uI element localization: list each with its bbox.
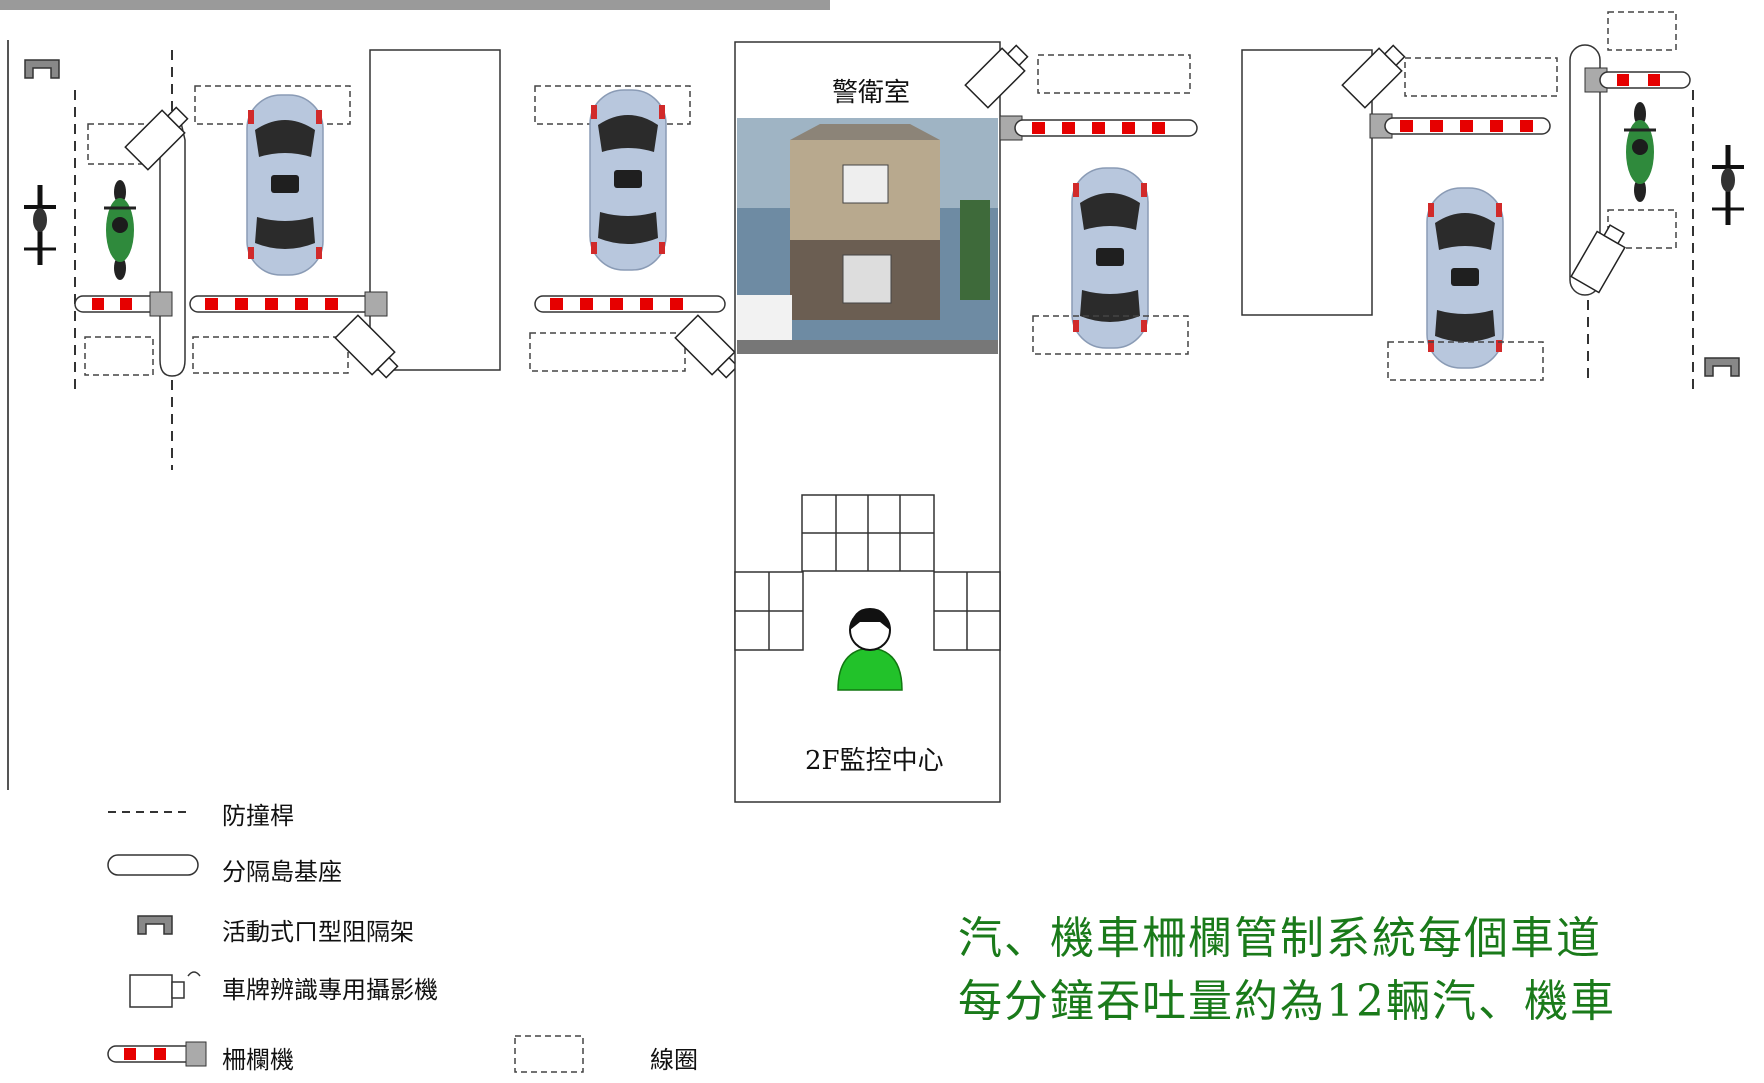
movable-rack-icon: [24, 59, 60, 79]
legend-loop-label: 線圈: [650, 1046, 698, 1074]
gate-arm-icon: [534, 295, 726, 313]
car-icon: [589, 89, 667, 271]
throughput-note-line2: 每分鐘吞吐量約為12輛汽、機車: [958, 976, 1616, 1027]
loop: [192, 336, 349, 374]
throughput-note-line1: 汽、機車柵欄管制系統每個車道: [958, 913, 1602, 964]
gate-arm-icon: [1584, 67, 1691, 93]
motorcycle-icon: [1622, 100, 1658, 204]
car-icon: [1426, 187, 1504, 369]
booth-left: [369, 49, 501, 371]
guard-room-label: 警衛室: [832, 78, 911, 108]
loop: [87, 123, 157, 165]
building-photo: [737, 118, 998, 354]
loop: [1032, 315, 1189, 355]
movable-rack-icon: [1704, 357, 1740, 377]
bicycle-icon: [1712, 145, 1744, 225]
legend-loop-symbol: [514, 1035, 584, 1073]
loop: [529, 332, 686, 372]
loop: [1607, 11, 1677, 51]
loop: [1037, 54, 1191, 94]
legend-lpr-camera-label: 車牌辨識專用攝影機: [222, 976, 438, 1004]
monitor-center-label: 2F監控中心: [805, 746, 944, 776]
motorcycle-icon: [102, 178, 138, 282]
top-bar-artifact: [0, 0, 830, 10]
gate-arm-icon: [1369, 113, 1551, 139]
loop: [1387, 341, 1544, 381]
gate-arm-icon: [999, 115, 1198, 141]
island-base-left: [159, 116, 186, 377]
car-icon: [1071, 167, 1149, 349]
gate-arm-icon: [74, 291, 173, 317]
car-icon: [246, 94, 324, 276]
bicycle-icon: [24, 185, 56, 265]
booth-right: [1241, 49, 1373, 316]
island-base-right: [1569, 44, 1601, 296]
legend-island-symbol: [107, 854, 199, 876]
movable-rack-icon: [137, 915, 173, 935]
loop: [84, 336, 154, 376]
legend-barrier-pole-label: 防撞桿: [222, 802, 294, 830]
person-icon: [837, 608, 903, 691]
legend-movable-rack-label: 活動式ㄇ型阻隔架: [222, 918, 414, 946]
legend-camera-symbol: [129, 971, 201, 1008]
legend-island-base-label: 分隔島基座: [222, 858, 342, 886]
legend-gate-arm-label: 柵欄機: [222, 1046, 294, 1074]
loop: [1404, 57, 1558, 97]
monitor-wall: [734, 494, 1001, 651]
gate-arm-icon: [189, 291, 388, 317]
legend-gate-symbol: [107, 1041, 207, 1067]
